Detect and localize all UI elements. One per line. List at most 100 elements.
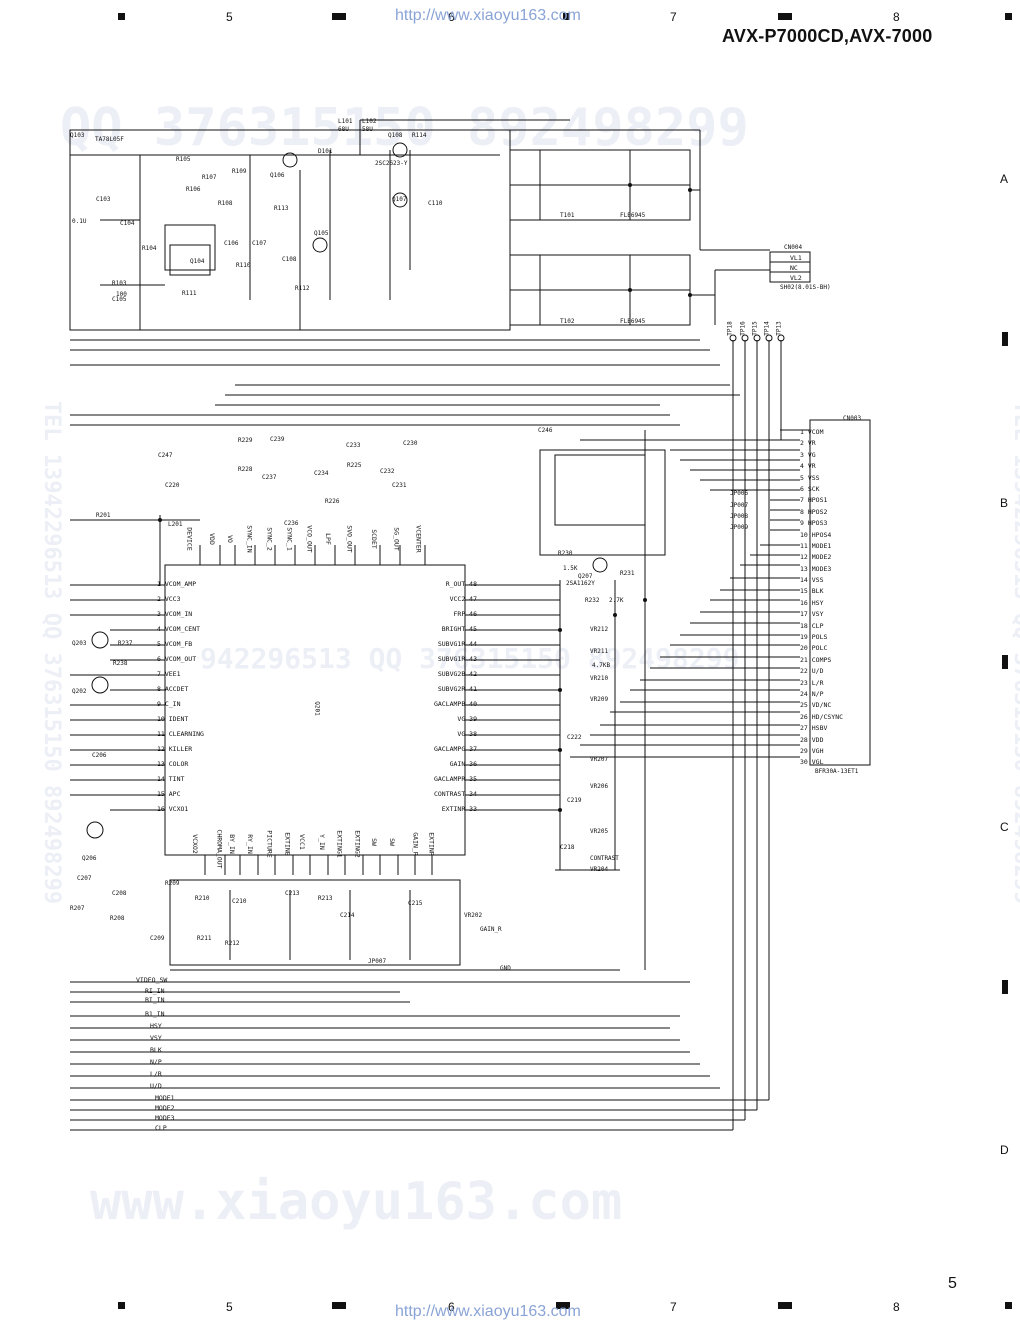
- component-label: C220: [165, 482, 180, 489]
- cn003-pin-list: 1 VCOM 2 VR 3 VG 4 VR 5 VSS 6 SCK 7 HPOS…: [800, 428, 870, 770]
- ic-pin: EXTING1: [335, 830, 344, 858]
- component-label: C233: [346, 442, 361, 449]
- ic-pin: VCO_OUT: [305, 525, 314, 553]
- ic-left-pins: 1 VCOM_AMP 2 VCC3 3 VCOM_IN 4 VCOM_CENT …: [157, 580, 204, 820]
- component-label: R213: [318, 895, 333, 902]
- column-number: 8: [893, 1300, 900, 1314]
- component-label: R111: [182, 290, 197, 297]
- component-label: C106: [224, 240, 239, 247]
- ic-pin: 10 IDENT: [157, 715, 189, 723]
- component-label: C214: [340, 912, 355, 919]
- ic-pin: 11 CLEARNING: [157, 730, 204, 738]
- frame-mark: [1005, 13, 1012, 20]
- component-label: R209: [165, 880, 180, 887]
- cn003-pin: 29 VGH: [800, 746, 824, 755]
- cn003-pin: 4 VR: [800, 462, 816, 471]
- signal-label: L/R: [150, 1070, 162, 1078]
- signal-label: U/D: [150, 1082, 162, 1090]
- ic-pin: CONTRAST 34: [433, 790, 477, 798]
- cn004-pin: VL2: [790, 274, 802, 282]
- row-letter: D: [1000, 1143, 1009, 1157]
- ic-pin: 7 VEE1: [157, 670, 181, 678]
- component-label: R105: [176, 156, 191, 163]
- component-label: Q107: [392, 196, 407, 203]
- column-number: 6: [448, 1300, 455, 1314]
- component-label: 1.5K: [563, 565, 578, 572]
- watermark: 942296513 QQ 376315150 892498299: [200, 642, 740, 675]
- test-point-label: TP18: [726, 321, 734, 336]
- ic-pin: 16 VCXO1: [157, 805, 189, 813]
- component-label: C110: [428, 200, 443, 207]
- ic-pin: EXTING2: [353, 830, 362, 858]
- frame-mark: [332, 13, 346, 20]
- component-label: C231: [392, 482, 407, 489]
- cn003-pin: 6 SCK: [800, 484, 820, 493]
- component-label: C237: [262, 474, 277, 481]
- cn003-pin: 20 POLC: [800, 644, 828, 653]
- model-title: AVX-P7000CD,AVX-7000: [722, 26, 933, 46]
- component-label: 100: [116, 291, 127, 298]
- component-label: R210: [195, 895, 210, 902]
- component-label: VR202: [464, 912, 483, 919]
- ic-pin: 3 VCOM_IN: [157, 610, 193, 618]
- source-url[interactable]: http://www.xiaoyu163.com: [395, 7, 581, 24]
- cn003-pin: 19 POLS: [800, 633, 828, 642]
- ic-pin: SUBVG1R 44: [437, 640, 477, 648]
- component-label: C213: [285, 890, 300, 897]
- ic-pin: SW: [369, 838, 378, 846]
- component-label: VR211: [590, 648, 609, 655]
- ic-pin: VO: [225, 535, 234, 543]
- cn003-pin: 9 HPOS3: [800, 519, 828, 528]
- cn003-pin: 21 COMPS: [800, 655, 832, 664]
- component-label: Q105: [314, 230, 329, 237]
- component-label: L102: [362, 118, 377, 125]
- frame-mark: [1005, 1302, 1012, 1309]
- component-label: 4.7KB: [592, 662, 611, 669]
- ic-pin: BRIGHT 45: [441, 625, 477, 633]
- ic-pin: VCC1: [297, 834, 306, 850]
- component-label: VR207: [590, 756, 609, 763]
- ic-pin: FRP 46: [453, 610, 477, 618]
- cn003-pin: 26 HD/CSYNC: [800, 712, 844, 721]
- ic-pin: 13 COLOR: [157, 760, 189, 768]
- component-label: Q104: [190, 258, 205, 265]
- cn003-pin: 13 MODE3: [800, 564, 832, 573]
- ic-pin: Y_IN: [317, 834, 326, 850]
- ic-pin: EXTINR 33: [441, 805, 477, 813]
- component-label: VR212: [590, 626, 609, 633]
- frame-mark: [1002, 332, 1008, 346]
- ic-pin: 8 ACCDET: [157, 685, 189, 693]
- component-label: R201: [96, 512, 111, 519]
- source-url[interactable]: http://www.xiaoyu163.com: [395, 1303, 581, 1320]
- component-label: C104: [120, 220, 135, 227]
- cn003-pin: 14 VSS: [800, 576, 824, 585]
- component-label: R113: [274, 205, 289, 212]
- transformer-part: FLE6945: [620, 212, 646, 219]
- component-label: GAIN_R: [480, 926, 502, 933]
- component-label: R112: [295, 285, 310, 292]
- frame-mark: [1002, 980, 1008, 994]
- component-label: Q106: [270, 172, 285, 179]
- ic-pin: R_OUT 48: [445, 580, 477, 588]
- ic-pin: GAIN_R: [411, 832, 420, 856]
- ground-label: GND: [500, 965, 511, 972]
- frame-mark: [778, 13, 792, 20]
- column-number: 5: [226, 10, 233, 24]
- ic-pin: CHROMA_OUT: [215, 829, 224, 869]
- component-label: D101: [318, 148, 333, 155]
- ic-pin: 4 VCOM_CENT: [157, 625, 201, 633]
- column-number: 8: [893, 10, 900, 24]
- component-label: R237: [118, 640, 133, 647]
- frame-mark: [778, 1302, 792, 1309]
- component-label: L201: [168, 521, 183, 528]
- cn003-pin: 10 HPOS4: [800, 530, 832, 539]
- test-point-label: TP13: [775, 321, 783, 336]
- ic-pin: SW: [387, 838, 396, 846]
- component-label: C208: [112, 890, 127, 897]
- component-label: VR204: [590, 866, 609, 873]
- component-label: CONTRAST: [590, 855, 619, 862]
- component-label: C219: [567, 797, 582, 804]
- component-label: R231: [620, 570, 635, 577]
- component-label: C230: [403, 440, 418, 447]
- transformer-label: T101: [560, 212, 575, 219]
